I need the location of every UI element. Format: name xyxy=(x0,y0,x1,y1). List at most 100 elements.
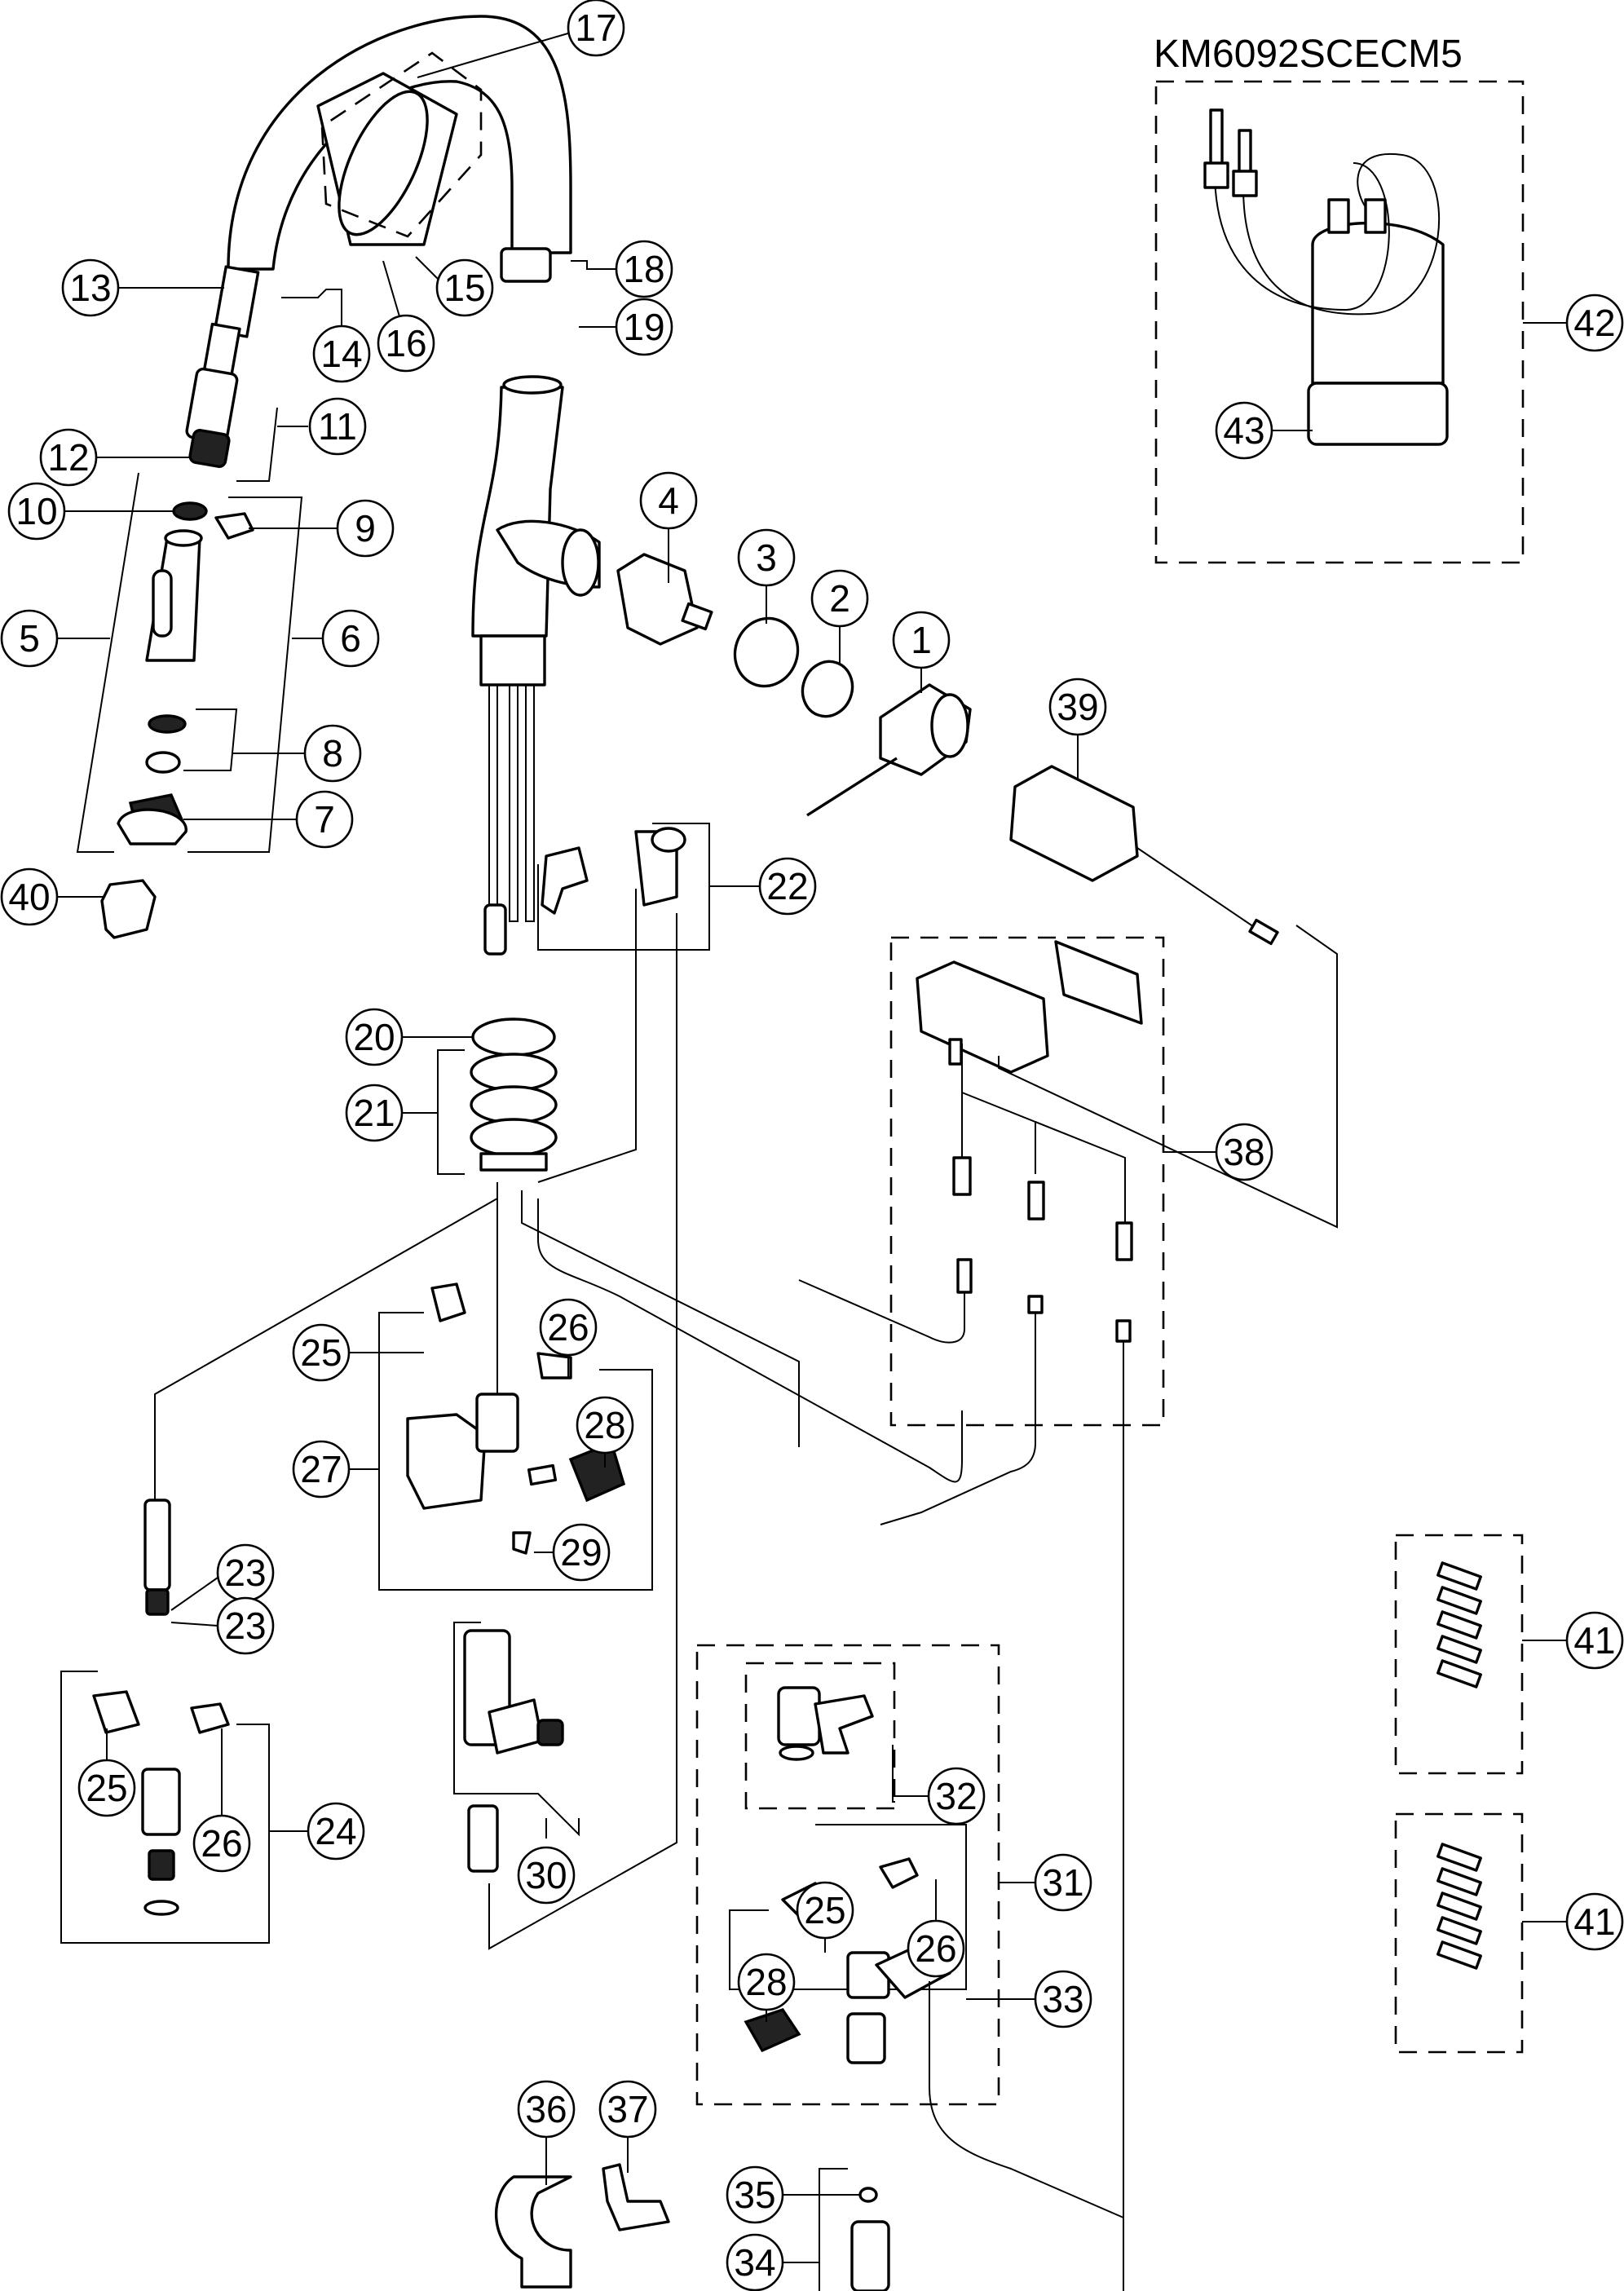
svg-text:22: 22 xyxy=(766,865,808,907)
sprayhead-drawing xyxy=(117,501,254,845)
callout-14[interactable]: 14 xyxy=(312,324,371,383)
callout-20[interactable]: 20 xyxy=(345,1008,404,1066)
callout-3[interactable]: 3 xyxy=(737,528,796,587)
callout-26-inlet[interactable]: 26 xyxy=(192,1814,251,1873)
callout-25-solenoid[interactable]: 25 xyxy=(796,1881,854,1940)
svg-text:34: 34 xyxy=(734,2241,775,2284)
callout-22[interactable]: 22 xyxy=(758,857,817,916)
svg-text:40: 40 xyxy=(8,876,50,918)
callout-13[interactable]: 13 xyxy=(61,258,120,317)
svg-text:3: 3 xyxy=(756,536,777,579)
svg-text:26: 26 xyxy=(915,1927,956,1970)
callout-30[interactable]: 30 xyxy=(517,1846,576,1905)
bracket-8 xyxy=(183,708,238,771)
callout-9[interactable]: 9 xyxy=(336,499,395,558)
bracket-22 xyxy=(537,823,710,951)
callout-36[interactable]: 36 xyxy=(517,2080,576,2139)
callout-28-solenoid[interactable]: 28 xyxy=(737,1953,796,2011)
callout-15[interactable]: 15 xyxy=(435,258,494,317)
supply-lines xyxy=(154,889,963,1950)
label-set-41a-dashed-group xyxy=(1394,1534,1524,1775)
svg-text:21: 21 xyxy=(353,1092,395,1134)
callout-29[interactable]: 29 xyxy=(552,1523,611,1582)
svg-text:37: 37 xyxy=(607,2088,648,2130)
svg-text:41: 41 xyxy=(1573,1900,1615,1943)
callout-32[interactable]: 32 xyxy=(927,1767,986,1825)
svg-text:7: 7 xyxy=(314,798,335,841)
adapter-fittings-drawing xyxy=(850,2187,890,2291)
callout-27[interactable]: 27 xyxy=(292,1440,351,1499)
callout-6[interactable]: 6 xyxy=(321,609,380,668)
callout-23-lower[interactable]: 23 xyxy=(216,1596,275,1655)
sensor-cover-dashed-group xyxy=(320,51,483,238)
svg-text:42: 42 xyxy=(1573,302,1615,344)
callout-21[interactable]: 21 xyxy=(345,1084,404,1142)
callout-5[interactable]: 5 xyxy=(0,609,59,668)
svg-text:6: 6 xyxy=(340,617,361,660)
callout-12[interactable]: 12 xyxy=(39,428,98,487)
callout-23-upper[interactable]: 23 xyxy=(216,1543,275,1602)
callout-17[interactable]: 17 xyxy=(567,0,625,57)
svg-text:32: 32 xyxy=(935,1775,977,1817)
callout-4[interactable]: 4 xyxy=(639,471,698,530)
svg-text:26: 26 xyxy=(547,1306,589,1349)
wrench-tool-drawing xyxy=(100,879,157,939)
svg-text:25: 25 xyxy=(86,1767,127,1809)
callout-2[interactable]: 2 xyxy=(810,569,869,628)
callout-7[interactable]: 7 xyxy=(295,790,354,849)
callout-42[interactable]: 42 xyxy=(1565,294,1624,352)
supply-hose-drawing xyxy=(143,1499,171,1616)
filter-cartridge-drawing xyxy=(1203,108,1449,446)
svg-text:15: 15 xyxy=(444,267,485,309)
callout-25-valve[interactable]: 25 xyxy=(292,1323,351,1382)
svg-text:30: 30 xyxy=(525,1854,567,1896)
mounting-washers-drawing xyxy=(470,1017,558,1172)
svg-text:10: 10 xyxy=(15,490,57,532)
callout-1[interactable]: 1 xyxy=(892,611,951,669)
valve-kit-31-dashed-group xyxy=(695,1644,1000,2106)
callout-37[interactable]: 37 xyxy=(598,2080,657,2139)
callout-33[interactable]: 33 xyxy=(1034,1970,1092,2028)
svg-text:19: 19 xyxy=(623,306,664,348)
callout-31[interactable]: 31 xyxy=(1034,1853,1092,1912)
svg-text:27: 27 xyxy=(300,1448,342,1490)
svg-text:24: 24 xyxy=(315,1810,356,1852)
bracket-21 xyxy=(437,1049,465,1175)
callout-8[interactable]: 8 xyxy=(303,724,362,783)
callout-11[interactable]: 11 xyxy=(308,397,367,456)
callout-40[interactable]: 40 xyxy=(0,867,59,926)
pullout-hose-drawing xyxy=(185,265,260,468)
callout-10[interactable]: 10 xyxy=(7,482,66,541)
callout-28-valve[interactable]: 28 xyxy=(576,1396,634,1454)
svg-text:38: 38 xyxy=(1223,1131,1264,1173)
callout-24[interactable]: 24 xyxy=(307,1802,365,1861)
callout-41-lower[interactable]: 41 xyxy=(1565,1892,1624,1951)
callout-26-solenoid[interactable]: 26 xyxy=(907,1919,965,1978)
callout-18[interactable]: 18 xyxy=(615,240,673,298)
callout-16[interactable]: 16 xyxy=(377,314,435,373)
svg-text:4: 4 xyxy=(658,479,679,522)
callout-41-upper[interactable]: 41 xyxy=(1565,1611,1624,1670)
callout-38[interactable]: 38 xyxy=(1215,1123,1273,1181)
svg-text:8: 8 xyxy=(322,732,343,775)
svg-text:28: 28 xyxy=(584,1404,625,1446)
label-set-41b-dashed-group xyxy=(1394,1812,1524,2054)
callout-35[interactable]: 35 xyxy=(726,2165,784,2224)
faucet-body-drawing xyxy=(471,375,601,956)
elbow-fitting-drawing xyxy=(463,1629,564,1873)
cable-connectors-drawing xyxy=(798,1258,1132,2291)
callout-19[interactable]: 19 xyxy=(615,298,673,356)
hose-clamps-drawing xyxy=(495,2163,670,2289)
svg-text:43: 43 xyxy=(1223,409,1264,452)
svg-text:17: 17 xyxy=(575,7,616,49)
callout-43[interactable]: 43 xyxy=(1215,401,1273,460)
callout-34[interactable]: 34 xyxy=(726,2233,784,2291)
callout-26-valve[interactable]: 26 xyxy=(539,1298,598,1357)
controller-box-drawing xyxy=(916,925,1338,1261)
svg-text:1: 1 xyxy=(911,619,932,661)
svg-text:36: 36 xyxy=(525,2088,567,2130)
bracket-34-35 xyxy=(819,2168,848,2291)
callout-25-inlet[interactable]: 25 xyxy=(77,1759,136,1817)
callout-39[interactable]: 39 xyxy=(1048,678,1107,736)
